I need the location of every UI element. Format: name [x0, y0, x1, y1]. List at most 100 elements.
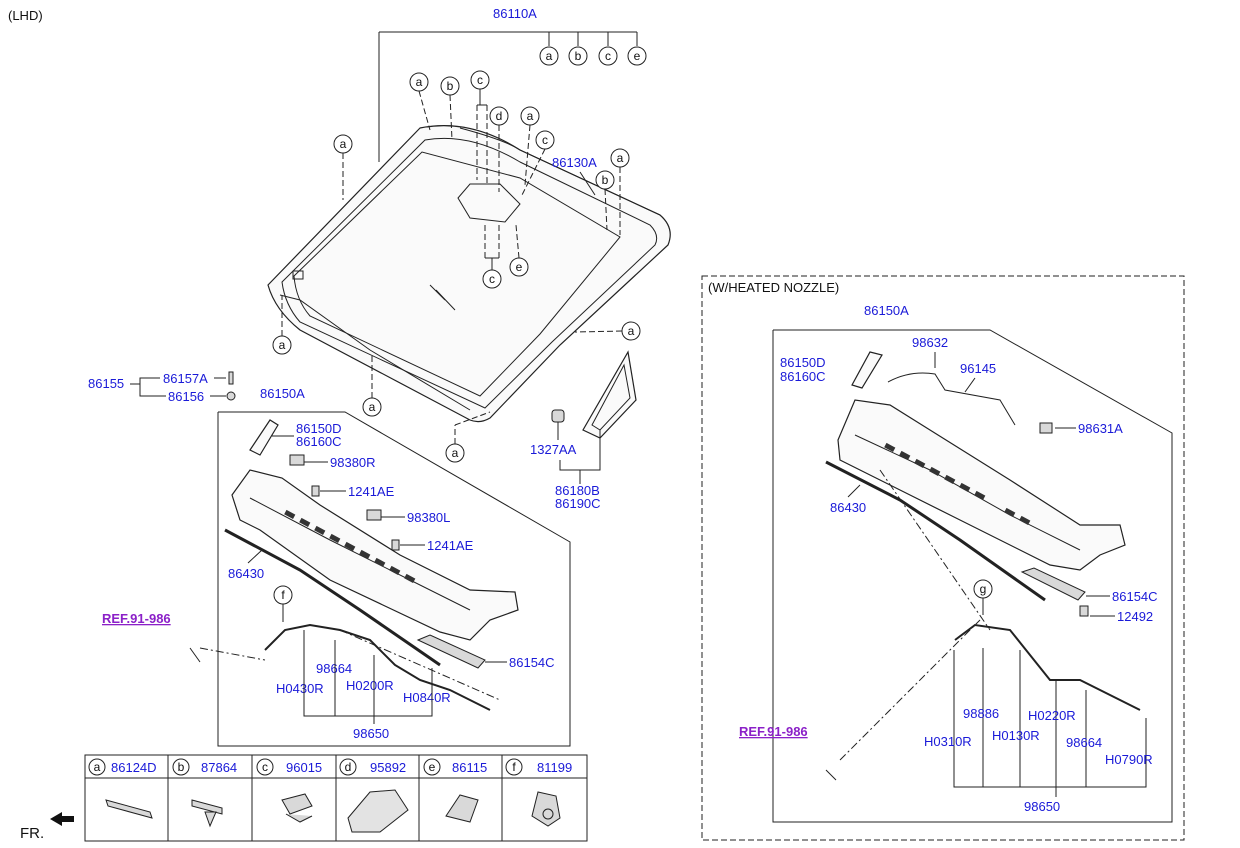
part-98632[interactable]: 98632 [912, 335, 948, 350]
part-H0790R[interactable]: H0790R [1105, 752, 1153, 767]
triangle-glass [582, 350, 637, 439]
legend-part-81199[interactable]: 81199 [537, 760, 572, 775]
part-86430-main[interactable]: 86430 [228, 566, 264, 581]
legend-d: d 95892 [339, 758, 409, 833]
part-1241AE-1[interactable]: 1241AE [348, 484, 395, 499]
assembly-callout-c: c [598, 46, 618, 66]
part-98664-main[interactable]: 98664 [316, 661, 352, 676]
variant-label: (LHD) [8, 8, 43, 23]
svg-text:a: a [94, 760, 101, 774]
svg-text:a: a [452, 446, 459, 460]
legend-part-96015[interactable]: 96015 [286, 760, 322, 775]
pin-86157A [228, 371, 234, 385]
lower-moulding [279, 294, 471, 411]
part-H0220R[interactable]: H0220R [1028, 708, 1076, 723]
part-98631A[interactable]: 98631A [1078, 421, 1123, 436]
cowl-frame [217, 411, 571, 747]
part-86150D-main[interactable]: 86150D [296, 421, 342, 436]
windshield-ceramic-band [293, 151, 621, 397]
callout-c-2: c [535, 130, 555, 150]
cowl-grille [284, 509, 416, 583]
front-direction: FR. [20, 812, 74, 842]
svg-text:a: a [527, 109, 534, 123]
legend-part-87864[interactable]: 87864 [201, 760, 237, 775]
svg-text:a: a [340, 137, 347, 151]
svg-text:b: b [178, 760, 185, 774]
callout-a-5: a [272, 335, 292, 355]
clip-1327AA [551, 409, 565, 423]
part-H0840R[interactable]: H0840R [403, 690, 451, 705]
wiper-marks [429, 284, 456, 311]
svg-text:b: b [575, 49, 582, 63]
part-98650-main[interactable]: 98650 [353, 726, 389, 741]
clip-12492 [1079, 605, 1089, 617]
cowl-panel [231, 469, 519, 641]
part-H0430R[interactable]: H0430R [276, 681, 324, 696]
ref-91-986-main[interactable]: REF.91-986 [102, 611, 171, 626]
legend-e: e 86115 [423, 758, 487, 823]
heated-cover [851, 351, 883, 389]
cowl-main-group: 86150A 86150D 86160C 98380R 1241AE 98380… [102, 386, 571, 747]
part-86154C-heated[interactable]: 86154C [1112, 589, 1158, 604]
callout-b-1: b [440, 76, 460, 96]
part-98380L[interactable]: 98380L [407, 510, 450, 525]
callout-a-6: a [362, 397, 382, 417]
part-96145[interactable]: 96145 [960, 361, 996, 376]
part-1241AE-2[interactable]: 1241AE [427, 538, 474, 553]
hose-callout-f: f [273, 585, 293, 605]
nozzle-98380R [289, 454, 305, 466]
part-98650-heated[interactable]: 98650 [1024, 799, 1060, 814]
bracket-86154C-heated [1020, 567, 1086, 601]
legend-f: f 81199 [505, 758, 572, 827]
part-98886[interactable]: 98886 [963, 706, 999, 721]
part-12492[interactable]: 12492 [1117, 609, 1153, 624]
part-86155[interactable]: 86155 [88, 376, 124, 391]
legend-part-86124D[interactable]: 86124D [111, 760, 157, 775]
part-86150A-main[interactable]: 86150A [260, 386, 305, 401]
heated-nozzle [1039, 422, 1053, 434]
assembly-callout-b: b [568, 46, 588, 66]
part-86160C-heated[interactable]: 86160C [780, 369, 826, 384]
part-86190C[interactable]: 86190C [555, 496, 601, 511]
triangle-glass-group: 1327AA 86180B 86190C [530, 350, 637, 511]
svg-text:e: e [516, 260, 523, 274]
svg-text:f: f [512, 760, 516, 774]
screw-1241AE-2 [391, 539, 400, 551]
svg-text:c: c [605, 49, 611, 63]
callout-b-2: b [595, 170, 615, 190]
heated-title: (W/HEATED NOZZLE) [708, 280, 839, 295]
part-86160C-main[interactable]: 86160C [296, 434, 342, 449]
bracket-86154C-main [416, 634, 486, 669]
assembly-callout-e: e [627, 46, 647, 66]
svg-text:a: a [546, 49, 553, 63]
arrow-left-icon [50, 812, 74, 826]
legend-part-95892[interactable]: 95892 [370, 760, 406, 775]
legend-c: c 96015 [256, 758, 322, 823]
weatherstrip-86430-heated [825, 460, 1046, 602]
part-86180B[interactable]: 86180B [555, 483, 600, 498]
legend-part-86115[interactable]: 86115 [452, 760, 487, 775]
front-label: FR. [20, 825, 44, 842]
svg-text:a: a [617, 151, 624, 165]
part-H0200R[interactable]: H0200R [346, 678, 394, 693]
part-86154C-main[interactable]: 86154C [509, 655, 555, 670]
callout-a-2: a [409, 72, 429, 92]
callout-a-7: a [445, 443, 465, 463]
part-86150D-heated[interactable]: 86150D [780, 355, 826, 370]
part-86130A[interactable]: 86130A [552, 155, 597, 170]
svg-text:e: e [634, 49, 641, 63]
part-86110A[interactable]: 86110A [493, 6, 537, 21]
part-H0310R[interactable]: H0310R [924, 734, 972, 749]
part-H0130R[interactable]: H0130R [992, 728, 1040, 743]
svg-text:g: g [980, 582, 987, 596]
part-86157A[interactable]: 86157A [163, 371, 208, 386]
part-98664-heated[interactable]: 98664 [1066, 735, 1102, 750]
part-86156[interactable]: 86156 [168, 389, 204, 404]
vin-window [292, 270, 304, 280]
part-98380R[interactable]: 98380R [330, 455, 376, 470]
part-86430-heated[interactable]: 86430 [830, 500, 866, 515]
part-86150A-heated[interactable]: 86150A [864, 303, 909, 318]
callout-c-3: c [482, 269, 502, 289]
ref-91-986-heated[interactable]: REF.91-986 [739, 724, 808, 739]
part-1327AA[interactable]: 1327AA [530, 442, 577, 457]
